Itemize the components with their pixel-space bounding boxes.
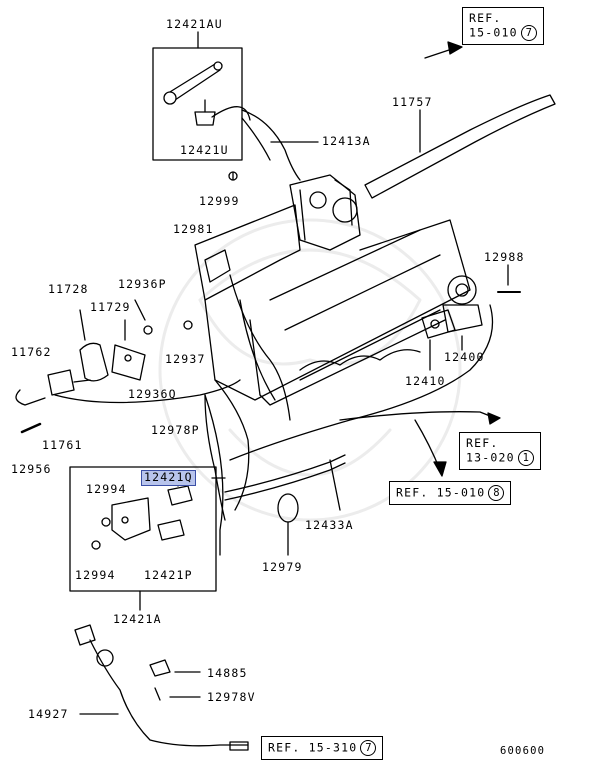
sensor-part xyxy=(194,111,216,126)
part-label-12421Q[interactable]: 12421Q xyxy=(141,470,196,486)
ref-code: REF. 15-310 xyxy=(268,740,358,755)
part-label-11729[interactable]: 11729 xyxy=(90,300,131,314)
intake-hose xyxy=(364,94,556,199)
part-label-12421P[interactable]: 12421P xyxy=(144,568,193,582)
throttle-body xyxy=(289,174,361,251)
vacuum-solenoid xyxy=(47,342,146,396)
part-label-12999[interactable]: 12999 xyxy=(199,194,240,208)
egr-valve xyxy=(421,275,483,339)
solenoid-bracket-box xyxy=(69,466,217,592)
ref-number: 1 xyxy=(517,450,534,467)
part-label-12988[interactable]: 12988 xyxy=(484,250,525,264)
part-label-12421U[interactable]: 12421U xyxy=(180,143,229,157)
part-label-12400[interactable]: 12400 xyxy=(444,350,485,364)
part-label-11728[interactable]: 11728 xyxy=(48,282,89,296)
part-label-12421A[interactable]: 12421A xyxy=(113,612,162,626)
part-label-12937[interactable]: 12937 xyxy=(165,352,206,366)
part-label-12981[interactable]: 12981 xyxy=(173,222,214,236)
part-label-12936Q[interactable]: 12936Q xyxy=(128,387,177,401)
part-label-12413A[interactable]: 12413A xyxy=(322,134,371,148)
part-label-11762[interactable]: 11762 xyxy=(11,345,52,359)
vacuum-hose xyxy=(224,454,346,493)
watermark-emblem xyxy=(158,218,462,522)
part-label-14927[interactable]: 14927 xyxy=(28,707,69,721)
part-label-11757[interactable]: 11757 xyxy=(392,95,433,109)
ref-number: 7 xyxy=(520,25,537,42)
part-label-14885[interactable]: 14885 xyxy=(207,666,248,680)
ref-label: REF. xyxy=(469,11,502,25)
part-label-12994-bottom[interactable]: 12994 xyxy=(75,568,116,582)
part-label-12421AU[interactable]: 12421AU xyxy=(166,17,223,31)
part-label-12433A[interactable]: 12433A xyxy=(305,518,354,532)
wiring-harness xyxy=(74,624,249,751)
part-label-12956[interactable]: 12956 xyxy=(11,462,52,476)
part-label-12978V[interactable]: 12978V xyxy=(207,690,256,704)
part-label-12936P[interactable]: 12936P xyxy=(118,277,167,291)
part-label-12979[interactable]: 12979 xyxy=(262,560,303,574)
part-label-12994-top[interactable]: 12994 xyxy=(86,482,127,496)
part-label-12978P[interactable]: 12978P xyxy=(151,423,200,437)
ref-code: REF. 15-010 xyxy=(396,485,486,500)
ref-number: 8 xyxy=(488,485,505,501)
part-label-12410[interactable]: 12410 xyxy=(405,374,446,388)
solenoid-valves xyxy=(111,485,193,541)
ref-number: 7 xyxy=(360,740,377,756)
diagram-code: 600600 xyxy=(500,745,546,757)
part-label-11761[interactable]: 11761 xyxy=(42,438,83,452)
ref-label: REF. xyxy=(466,436,499,450)
